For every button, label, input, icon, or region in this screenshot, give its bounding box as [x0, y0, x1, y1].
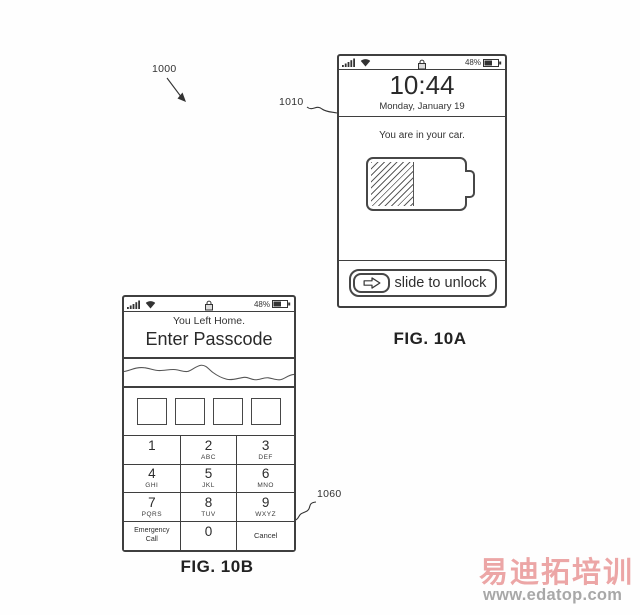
watermark-brand: 易迪拓培训	[479, 555, 635, 589]
signal-bars-icon	[342, 58, 355, 67]
fig-10b-caption: FIG. 10B	[180, 557, 254, 576]
battery-status-icon	[483, 58, 502, 67]
key-8[interactable]: 8 TUV	[180, 493, 238, 522]
ref-1010: 1010	[279, 96, 304, 108]
wifi-icon	[145, 300, 156, 308]
battery-fill-hatch	[371, 162, 414, 206]
key-3[interactable]: 3 DEF	[237, 436, 294, 465]
date-text: Monday, January 19	[379, 101, 465, 112]
context-message: You Left Home.	[173, 315, 245, 327]
battery-level-graphic	[366, 157, 480, 213]
key-6[interactable]: 6 MNO	[237, 464, 294, 493]
key-0[interactable]: 0	[180, 521, 238, 550]
phone-b-passcode-screen: 48% You Left Home. Enter Passcode 1 2 AB…	[122, 295, 296, 552]
padlock-icon	[205, 300, 213, 311]
context-message: You are in your car.	[379, 130, 465, 141]
passcode-keypad: 1 2 ABC 3 DEF 4 GHI 5 JKL 6 MNO 7 PQRS 8	[124, 436, 294, 550]
key-2[interactable]: 2 ABC	[180, 436, 238, 465]
key-4[interactable]: 4 GHI	[124, 464, 181, 493]
passcode-slot	[213, 398, 243, 425]
skyline-path	[124, 364, 294, 381]
battery-terminal	[465, 170, 475, 198]
slide-to-unlock-track[interactable]: slide to unlock	[349, 269, 497, 297]
battery-status-icon	[272, 300, 291, 308]
signal-bars-icon	[127, 300, 140, 309]
key-5[interactable]: 5 JKL	[180, 464, 238, 493]
slide-section: slide to unlock	[339, 261, 505, 306]
battery-percent: 48%	[253, 299, 270, 309]
phone-a-lock-screen: 48% 10:44 Monday, January 19 You are in …	[337, 54, 507, 308]
ref-1000: 1000	[152, 63, 177, 75]
key-cancel[interactable]: Cancel	[237, 521, 294, 550]
right-arrow-icon	[363, 277, 380, 289]
ref-1010-leader	[306, 106, 338, 114]
battery-percent: 48%	[464, 58, 481, 67]
passcode-slot	[175, 398, 205, 425]
wifi-icon	[360, 59, 371, 67]
passcode-slot	[137, 398, 167, 425]
ref-1060-leader	[295, 501, 317, 521]
passcode-slots	[124, 388, 294, 436]
status-bar: 48%	[339, 56, 505, 70]
key-7[interactable]: 7 PQRS	[124, 493, 181, 522]
padlock-icon	[418, 59, 426, 70]
enter-passcode-title: Enter Passcode	[145, 329, 273, 349]
ref-1060: 1060	[317, 488, 342, 500]
lock-screen-body: You are in your car.	[339, 117, 505, 261]
key-emergency-call[interactable]: Emergency Call	[124, 521, 181, 550]
fig-10a-caption: FIG. 10A	[393, 329, 467, 348]
wavy-skyline-graphic	[124, 359, 294, 388]
time-section: 10:44 Monday, January 19	[339, 70, 505, 117]
ref-1000-arrow-line	[166, 77, 183, 99]
ref-1000-arrowhead	[177, 92, 186, 102]
slide-to-unlock-label: slide to unlock	[394, 275, 487, 291]
battery-body	[366, 157, 467, 211]
slide-arrow-button[interactable]	[353, 273, 390, 293]
passcode-header: You Left Home. Enter Passcode	[124, 312, 294, 359]
status-bar: 48%	[124, 297, 294, 312]
clock-time: 10:44	[389, 70, 455, 100]
key-1[interactable]: 1	[124, 436, 181, 465]
key-9[interactable]: 9 WXYZ	[237, 493, 294, 522]
passcode-slot	[251, 398, 281, 425]
watermark-url: www.edatop.com	[483, 586, 623, 604]
